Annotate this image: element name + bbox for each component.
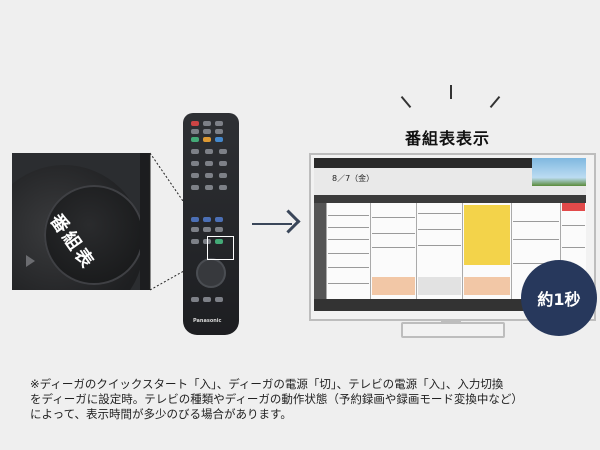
footnote-line: ※ディーガのクイックスタート「入」、ディーガの電源「切」、テレビの電源「入」、入… bbox=[30, 377, 504, 391]
remote-brand: Panasonic bbox=[193, 318, 222, 324]
dpad-ring[interactable] bbox=[196, 258, 226, 288]
power-button[interactable] bbox=[191, 121, 199, 126]
guide-button-highlight bbox=[207, 236, 234, 260]
remote-button[interactable] bbox=[215, 137, 223, 142]
num-key[interactable] bbox=[191, 173, 199, 178]
remote-button[interactable] bbox=[191, 227, 199, 232]
emphasis-ray bbox=[450, 85, 452, 99]
num-key[interactable] bbox=[219, 161, 227, 166]
num-key[interactable] bbox=[219, 149, 227, 154]
num-key[interactable] bbox=[205, 173, 213, 178]
time-badge: 約1秒 bbox=[521, 260, 597, 336]
epg-time-column bbox=[314, 203, 327, 299]
remote-button[interactable] bbox=[203, 227, 211, 232]
num-key[interactable] bbox=[191, 185, 199, 190]
tv-neck bbox=[441, 319, 461, 323]
remote-button[interactable] bbox=[203, 137, 211, 142]
remote-edge bbox=[140, 153, 150, 290]
play-triangle-icon bbox=[26, 255, 35, 267]
remote-button[interactable] bbox=[215, 297, 223, 302]
page-title: 番組表表示 bbox=[405, 129, 491, 148]
epg-channel-column[interactable] bbox=[327, 203, 371, 299]
number-keypad bbox=[191, 149, 231, 209]
epg-header-bar bbox=[314, 158, 586, 168]
remote-button[interactable] bbox=[215, 239, 223, 244]
remote-button[interactable] bbox=[203, 121, 211, 126]
remote-button[interactable] bbox=[203, 217, 211, 222]
guide-button[interactable] bbox=[44, 185, 144, 285]
remote-button[interactable] bbox=[215, 129, 223, 134]
remote-button[interactable] bbox=[191, 217, 199, 222]
connector-line-bottom bbox=[149, 257, 208, 291]
connector-line-top bbox=[149, 152, 208, 237]
num-key[interactable] bbox=[191, 149, 199, 154]
epg-date: 8／7（金） bbox=[332, 174, 375, 183]
epg-channel-column[interactable] bbox=[371, 203, 417, 299]
remote-button[interactable] bbox=[215, 227, 223, 232]
remote-button[interactable] bbox=[191, 239, 199, 244]
num-key[interactable] bbox=[219, 185, 227, 190]
num-key[interactable] bbox=[205, 161, 213, 166]
footnote: ※ディーガのクイックスタート「入」、ディーガの電源「切」、テレビの電源「入」、入… bbox=[30, 377, 590, 422]
num-key[interactable] bbox=[191, 161, 199, 166]
remote-button[interactable] bbox=[203, 297, 211, 302]
epg-channel-column[interactable] bbox=[463, 203, 512, 299]
epg-banner-image bbox=[532, 158, 586, 186]
remote-button[interactable] bbox=[215, 217, 223, 222]
num-key[interactable] bbox=[219, 173, 227, 178]
footnote-line: によって、表示時間が多少のびる場合があります。 bbox=[30, 407, 292, 421]
epg-channel-column[interactable] bbox=[417, 203, 463, 299]
remote-button[interactable] bbox=[191, 137, 199, 142]
remote-zoom-panel: 番組表 bbox=[12, 153, 150, 290]
arrow-right-icon bbox=[252, 223, 292, 225]
remote-button[interactable] bbox=[215, 121, 223, 126]
remote-button[interactable] bbox=[203, 129, 211, 134]
epg-footer-bar bbox=[314, 299, 586, 311]
remote-button[interactable] bbox=[191, 129, 199, 134]
remote-control: Panasonic bbox=[183, 113, 239, 335]
epg-channel-bar bbox=[314, 195, 586, 203]
num-key[interactable] bbox=[205, 149, 213, 154]
tv-screen-epg: 8／7（金） bbox=[314, 158, 586, 311]
tv-stand bbox=[401, 322, 505, 338]
remote-button[interactable] bbox=[191, 297, 199, 302]
num-key[interactable] bbox=[205, 185, 213, 190]
footnote-line: をディーガに設定時。テレビの種類やディーガの動作状態（予約録画や録画モード変換中… bbox=[30, 392, 523, 406]
